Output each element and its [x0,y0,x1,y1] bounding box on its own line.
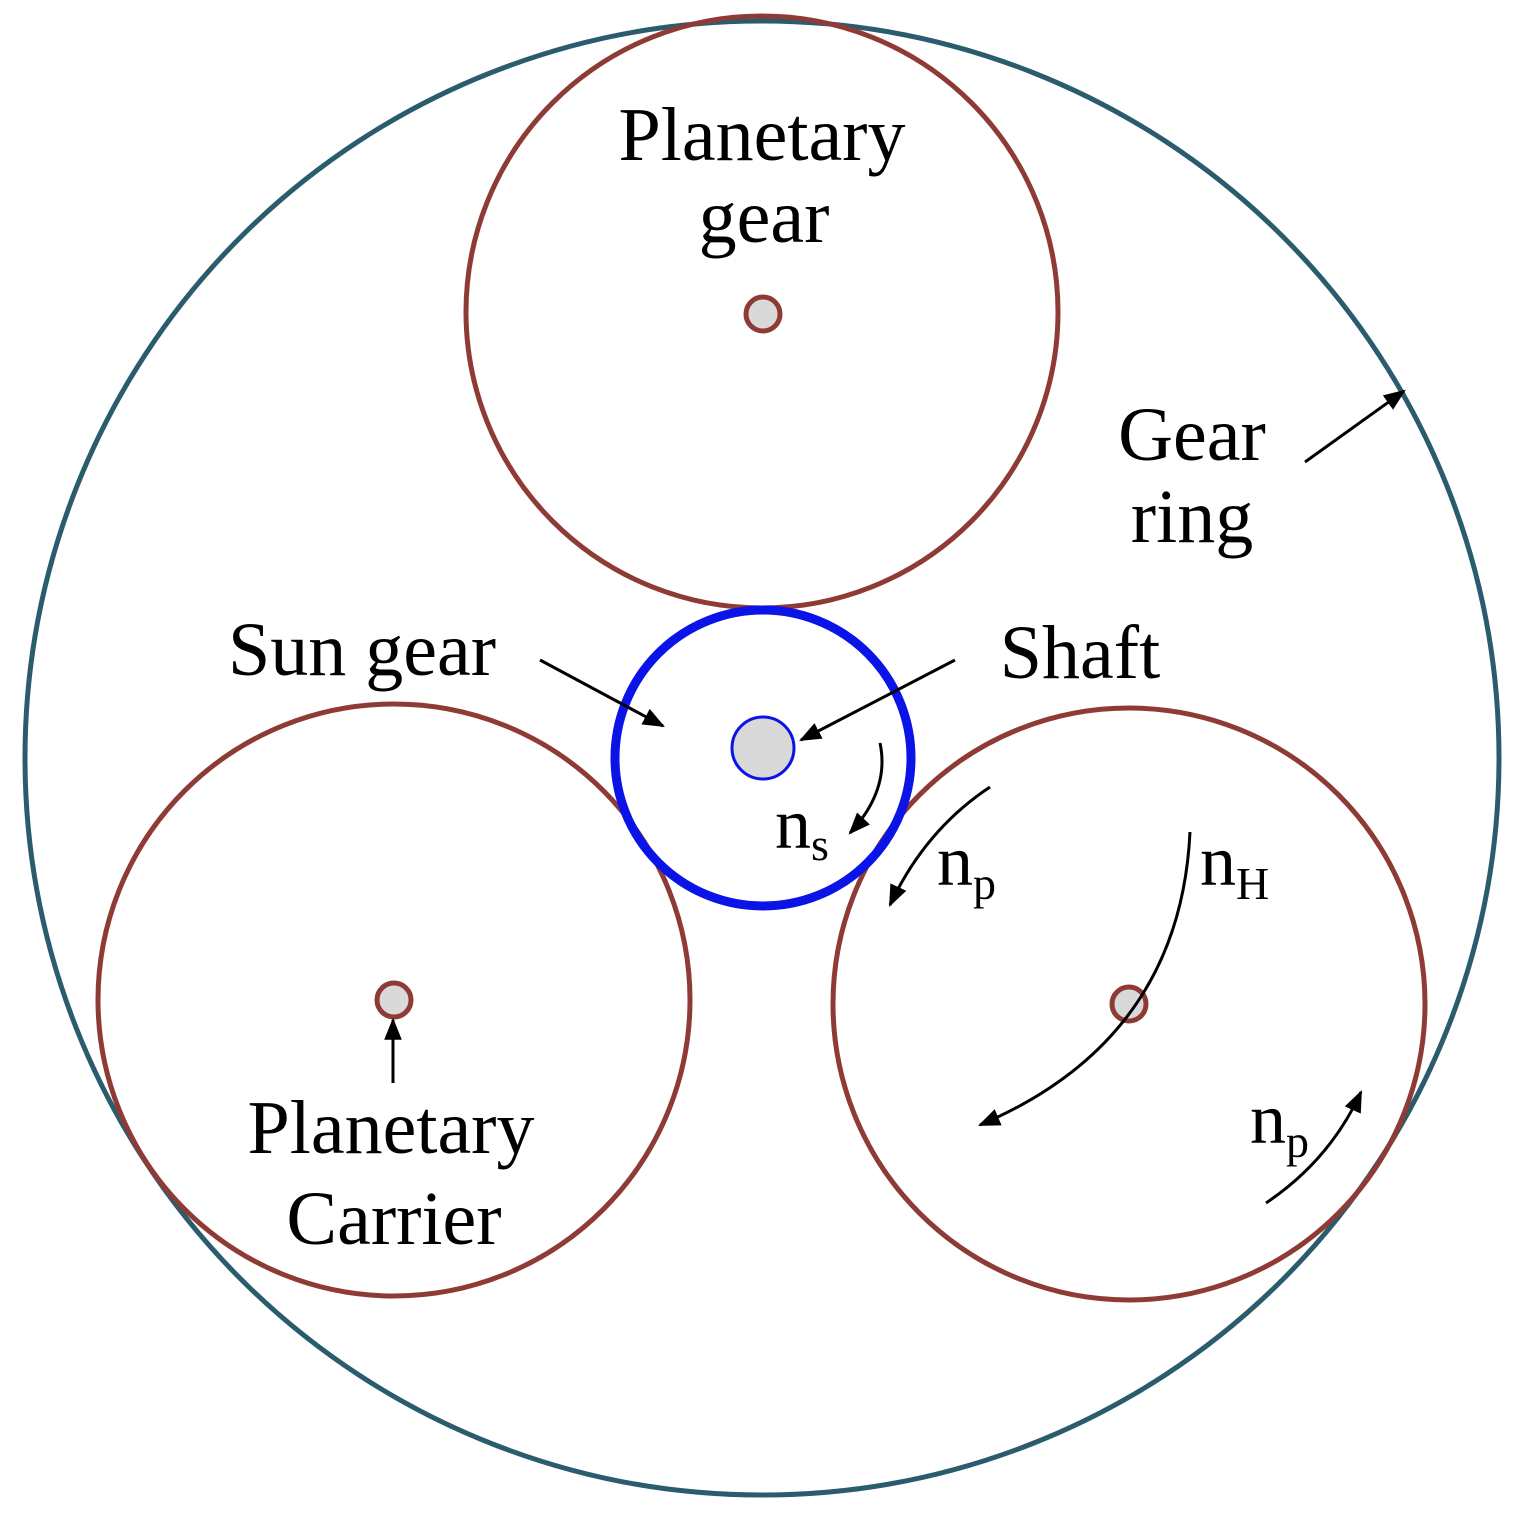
nh-symbol: nH [1200,821,1269,909]
np-lower-rotation-arrow [1265,1089,1363,1205]
gear-ring-label-line1: Gear [1118,393,1266,477]
np-upper-rotation-arrow [888,785,991,907]
gear-ring-pointer-arrow [1304,389,1406,464]
carrier-label-line1: Planetary [247,1086,534,1170]
gear-ring-label-line2: ring [1131,475,1253,559]
gear-ring-circle [22,18,1502,1498]
ns-symbol: ns [775,784,829,870]
planet-pin-left [374,980,414,1020]
np-lower-symbol: np [1250,1079,1309,1167]
planet-pin-top [743,294,783,334]
sun-gear-label: Sun gear [228,608,496,692]
sun-gear-circle [610,605,916,911]
ns-rotation-arrow [848,742,884,835]
planet-gear-left [95,701,693,1299]
planetary-gear-label-line1: Planetary [618,93,905,177]
np-upper-symbol: np [937,821,996,909]
planet-pin-right [1109,984,1149,1024]
shaft-circle [730,715,796,781]
shaft-label: Shaft [1000,611,1160,695]
nh-rotation-arrow [977,831,1192,1127]
carrier-label-line2: Carrier [286,1177,501,1261]
planet-gear-right [830,705,1428,1303]
shaft-pointer-arrow [799,658,956,742]
planetary-gear-label-line2: gear [699,175,830,259]
sun-gear-pointer-arrow [539,658,665,728]
